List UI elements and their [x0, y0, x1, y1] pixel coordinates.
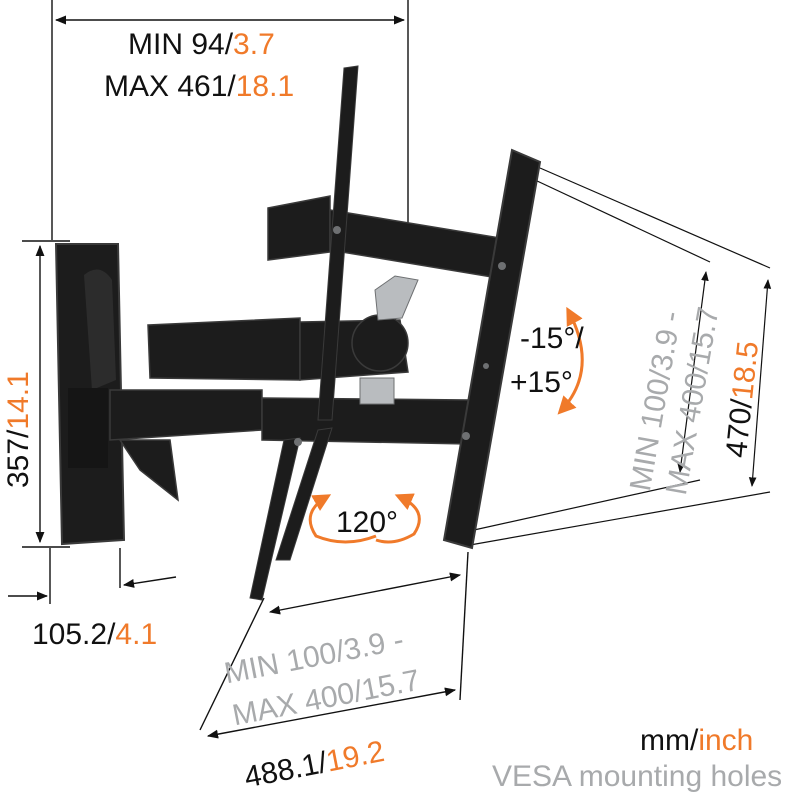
arm-extension-max-label: MAX 461/18.1 [104, 70, 295, 103]
vertical-rail-rear [249, 65, 359, 601]
wall-plate [54, 243, 126, 546]
vertical-rail-front [442, 148, 542, 550]
chrome-joint [359, 275, 419, 405]
arm-extension-min-label: MIN 94/3.7 [128, 28, 275, 61]
swivel-label: 120° [336, 506, 399, 539]
plate-height-dimension-lines [464, 167, 772, 546]
wall-plate-height-dimension-lines [22, 240, 70, 548]
plate-width-dimension-lines [199, 551, 469, 739]
wall-plate-depth-dimension-lines [8, 548, 177, 604]
tilt-label-line2: +15° [510, 366, 573, 399]
swivel-arrow-icon [308, 493, 421, 544]
unit-legend: mm/inch [640, 724, 754, 757]
tilt-label-line1: -15°/ [520, 322, 584, 355]
arm-extension-dimension-lines [51, 0, 409, 240]
swing-arm [109, 195, 501, 502]
wall-plate-height-label: 357/14.1 [2, 371, 35, 488]
vesa-caption: VESA mounting holes [492, 760, 783, 793]
wall-plate-depth-label: 105.2/4.1 [32, 618, 158, 651]
tilt-arrow-icon [557, 306, 584, 415]
